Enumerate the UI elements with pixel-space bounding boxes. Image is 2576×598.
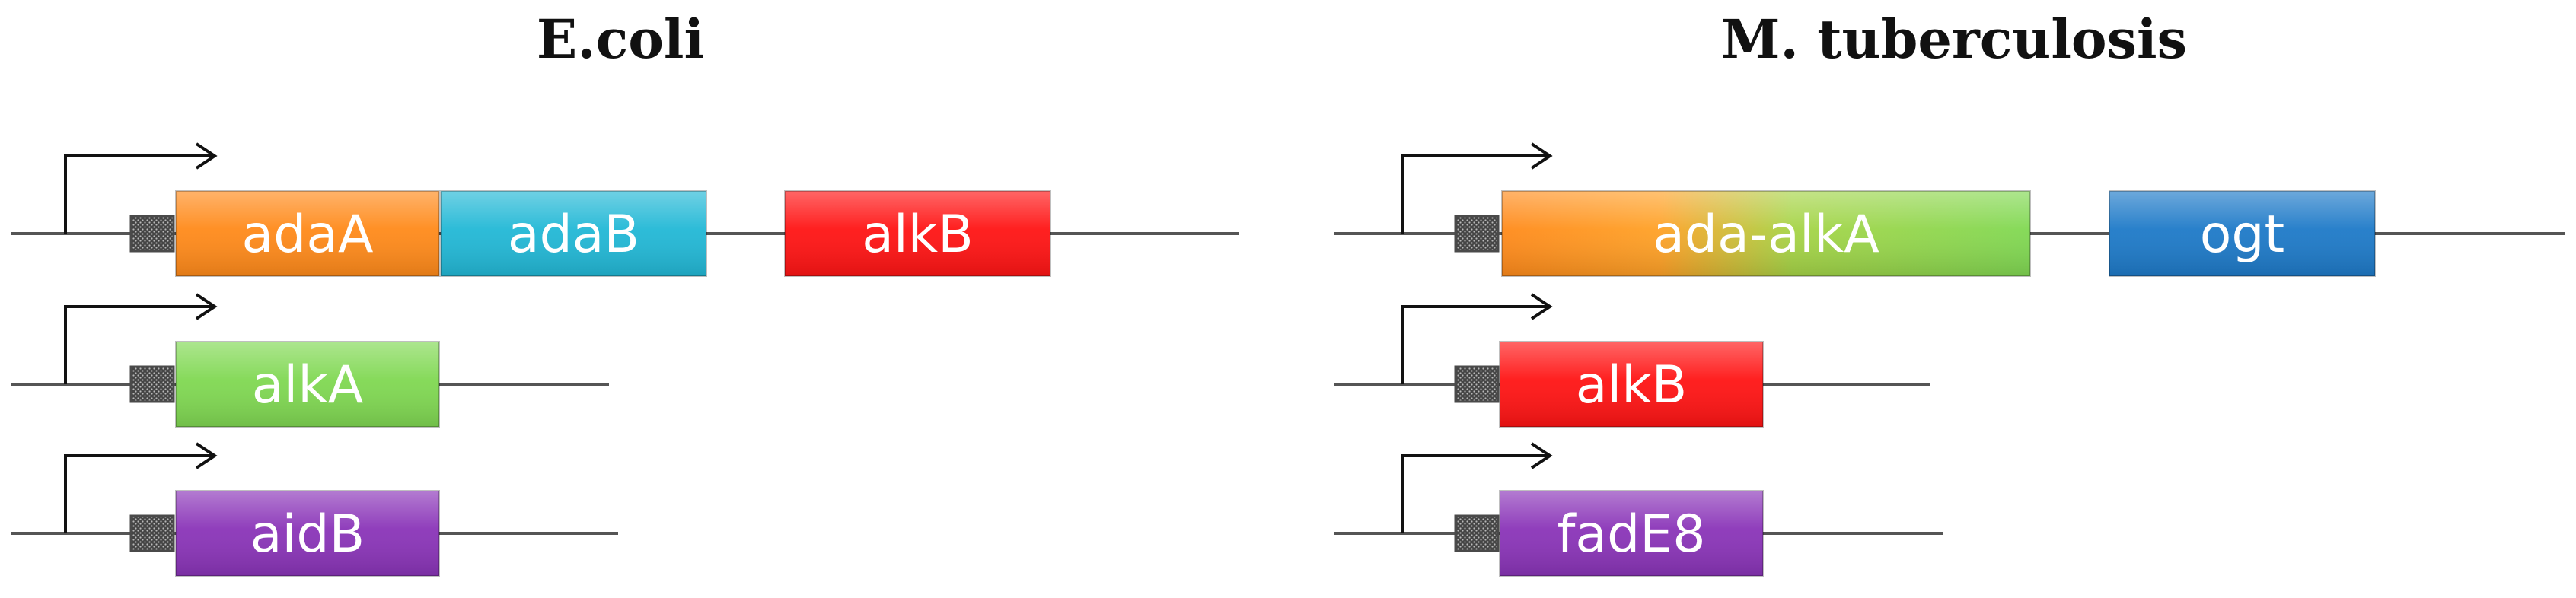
transcription-start-arrow [64,454,215,533]
operon-row: alkB [1334,293,1930,428]
gene-label: adaA [241,205,373,265]
operon-row: adaA adaB alkB [11,142,1239,277]
gene-label: ogt [2200,205,2284,265]
title-mtuberculosis: M. tuberculosis [1720,8,2188,71]
arrow-head-icon [195,293,218,320]
gene-label: alkA [252,355,363,415]
promoter-box [129,215,175,253]
arrow-head-icon [1530,142,1553,170]
transcription-start-arrow [64,305,215,384]
arrow-head-icon [195,442,218,469]
operon-row: fadE8 [1334,442,1943,577]
gene-label: alkB [1576,355,1688,415]
gene-box: alkB [1499,341,1764,428]
gene-label: adaB [508,205,639,265]
transcription-start-arrow [64,154,215,234]
gene-box: ada-alkA [1501,190,2031,277]
promoter-box [1454,365,1500,403]
operon-row: ada-alkA ogt [1334,142,2565,277]
gene-box: adaB [440,190,707,277]
operon-row: aidB [11,442,618,577]
gene-box: ogt [2109,190,2376,277]
title-ecoli: E.coli [536,8,705,71]
gene-box: adaA [175,190,440,277]
gene-box: aidB [175,490,440,577]
arrow-head-icon [195,142,218,170]
arrow-head-icon [1530,442,1553,469]
gene-label: aidB [250,504,365,565]
transcription-start-arrow [1401,454,1550,533]
promoter-box [1454,215,1500,253]
gene-label: alkB [862,205,974,265]
gene-box: fadE8 [1499,490,1764,577]
gene-box: alkA [175,341,440,428]
promoter-box [129,514,175,552]
gene-box: alkB [784,190,1051,277]
promoter-box [129,365,175,403]
transcription-start-arrow [1401,154,1550,234]
promoter-box [1454,514,1500,552]
gene-label: fadE8 [1557,504,1705,565]
gene-label: ada-alkA [1653,205,1879,265]
operon-row: alkA [11,293,609,428]
transcription-start-arrow [1401,305,1550,384]
arrow-head-icon [1530,293,1553,320]
